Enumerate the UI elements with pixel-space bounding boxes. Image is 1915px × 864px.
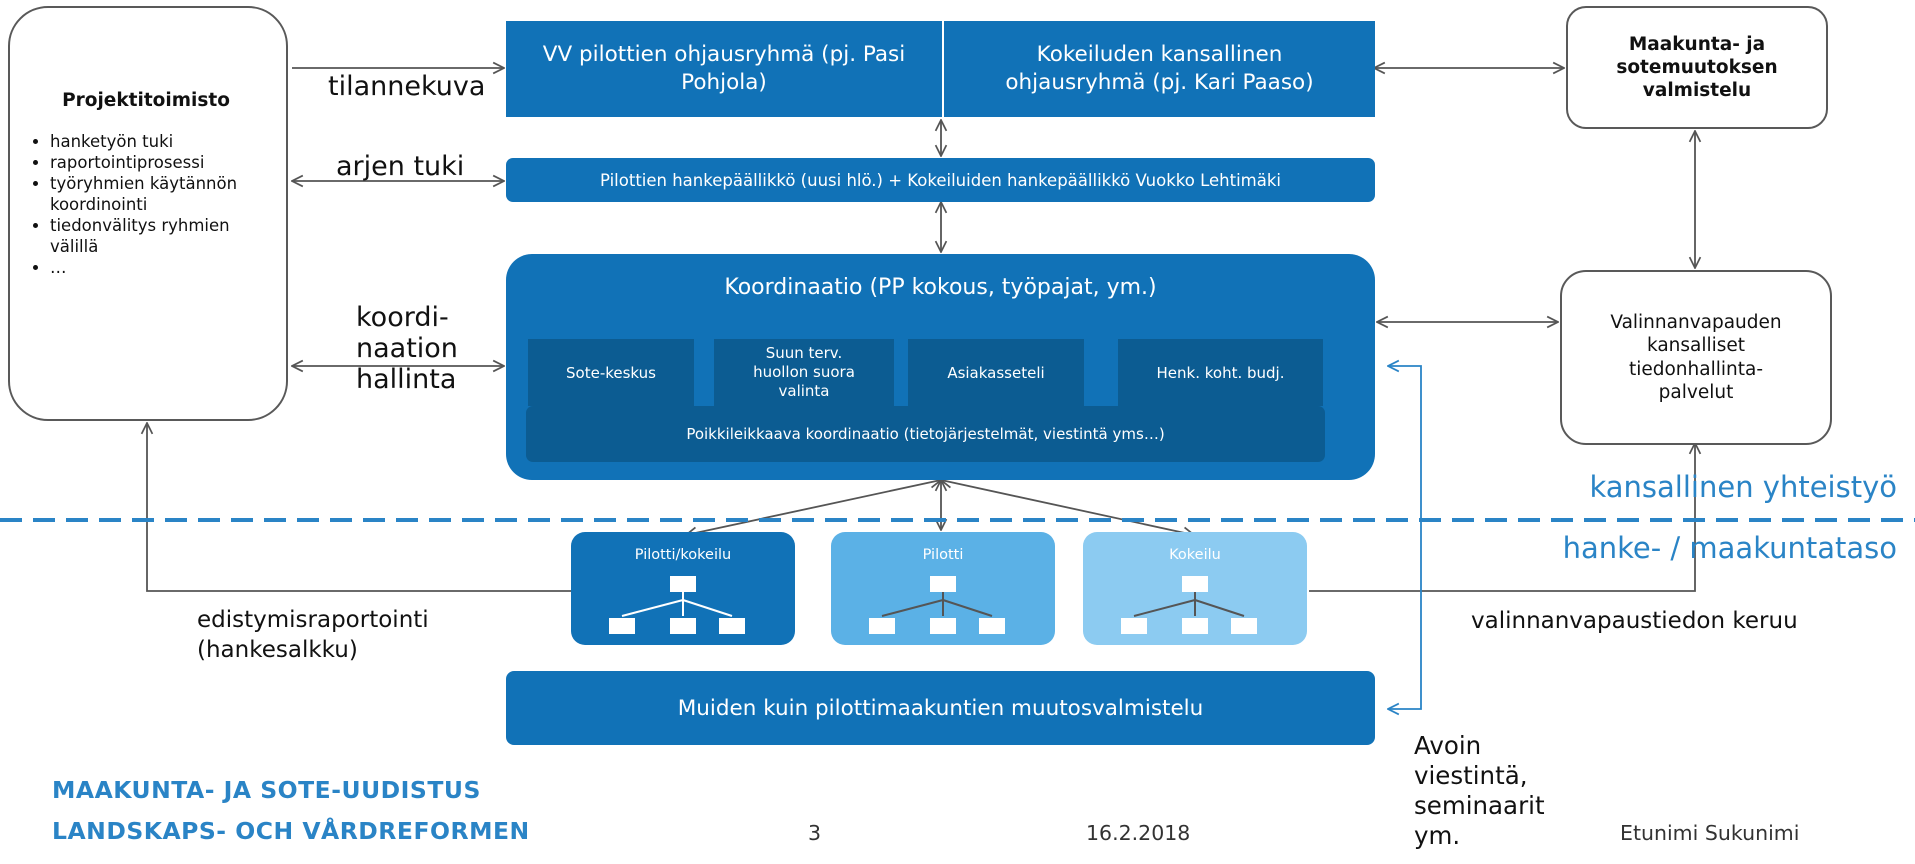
vv-steering-group: VV pilottien ohjausryhmä (pj. Pasi Pohjo… [506,21,942,117]
sub-sote-keskus: Sote-keskus [528,339,694,406]
label-arjen-tuki: arjen tuki [336,151,465,182]
pilot-box-kokeilu: Kokeilu [1083,532,1307,645]
list-item: tiedonvälitys ryhmien välillä [50,215,272,257]
valinnanvapaus-box: Valinnanvapauden kansalliset tiedonhalli… [1560,270,1832,445]
label-valinnanvapaustiedon-keruu: valinnanvapaustiedon keruu [1471,608,1798,634]
pilot-title: Kokeilu [1169,547,1221,563]
sub-asiakasseteli: Asiakasseteli [908,339,1084,406]
arrow-edistymis [147,423,571,592]
hankepaallikko-bar: Pilottien hankepäällikkö (uusi hlö.) + K… [506,158,1375,202]
level-kansallinen: kansallinen yhteistyö [1589,470,1897,504]
koordinaatio-box: Koordinaatio (PP kokous, työpajat, ym.) … [506,254,1375,480]
pilot-box-pilotti-kokeilu: Pilotti/kokeilu [571,532,795,645]
list-item: … [50,257,272,278]
arrow-valinnanvapaus [1309,443,1695,592]
projektitoimisto-box: Projektitoimisto hanketyön tuki raportoi… [8,6,288,421]
page-number: 3 [808,821,822,845]
koordinaatio-title: Koordinaatio (PP kokous, työpajat, ym.) [724,274,1157,300]
sub-suun-terveys: Suun terv. huollon suora valinta [714,339,894,406]
footer-brand-sv: LANDSKAPS- OCH VÅRDREFORMEN [52,817,530,845]
muutosvalmistelu-bar: Muiden kuin pilottimaakuntien muutosvalm… [506,671,1375,745]
label-tilannekuva: tilannekuva [328,71,486,102]
pilot-title: Pilotti/kokeilu [634,547,732,563]
label-avoin-viestinta: Avoin viestintä, seminaarit ym. [1414,731,1545,850]
kokeilut-steering-group: Kokeiluden kansallinen ohjausryhmä (pj. … [944,21,1375,117]
level-hanke: hanke- / maakuntataso [1562,531,1897,565]
org-chart-icon [609,576,745,634]
maakunta-valmistelu-box: Maakunta- ja sotemuutoksen valmistelu [1566,6,1828,129]
org-chart-icon [1121,576,1257,634]
list-item: raportointiprosessi [50,152,272,173]
footer-brand-fi: MAAKUNTA- JA SOTE-UUDISTUS [52,776,481,804]
label-koordinaation-hallinta: koordi-naation hallinta [356,302,458,395]
list-item: hanketyön tuki [50,131,272,152]
sub-henk-koht-budj: Henk. koht. budj. [1118,339,1323,406]
pilot-title: Pilotti [922,547,964,563]
arrow-koord-pilot3 [941,480,1194,535]
footer-author: Etunimi Sukunimi [1620,821,1800,845]
label-edistymisraportointi: edistymisraportointi (hankesalkku) [197,607,429,663]
footer-date: 16.2.2018 [1086,821,1191,845]
pilot-box-pilotti: Pilotti [831,532,1055,645]
org-chart-icon [869,576,1005,634]
arrow-koord-pilot1 [686,480,941,535]
projektitoimisto-list: hanketyön tuki raportointiprosessi työry… [20,131,272,278]
cross-coordination-bar: Poikkileikkaava koordinaatio (tietojärje… [526,406,1325,462]
projektitoimisto-title: Projektitoimisto [62,90,230,111]
arrow-avoin-viestinta [1388,366,1422,709]
list-item: työryhmien käytännön koordinointi [50,173,272,215]
